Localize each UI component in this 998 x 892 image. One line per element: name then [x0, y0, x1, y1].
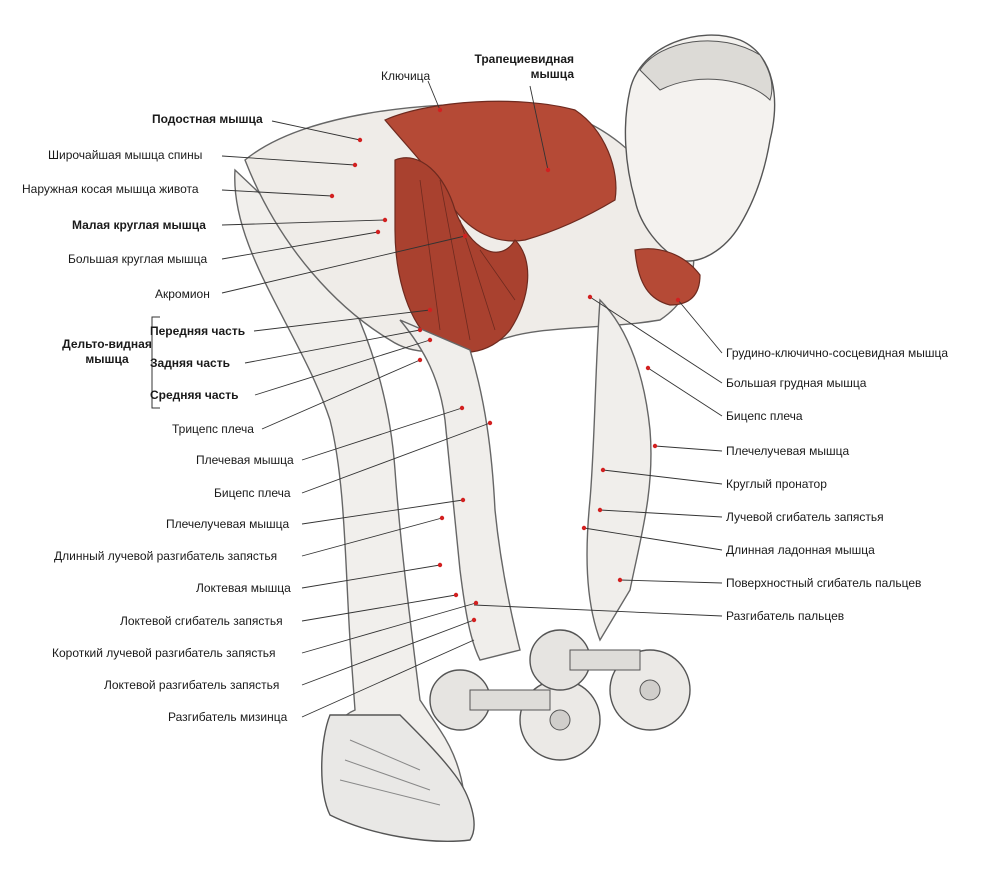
deltoid-muscle: [394, 157, 529, 353]
label-plecheluchevaya-left: Плечелучевая мышца: [166, 517, 290, 531]
label-srednyaya: Средняя часть: [150, 388, 239, 402]
label-bolshaya-kruglaya: Большая круглая мышца: [68, 252, 208, 266]
label-biceps-right: Бицепс плеча: [726, 409, 803, 423]
label-korotky-luchevoi: Короткий лучевой разгибатель запястья: [52, 646, 276, 660]
deltoid-bracket: [151, 316, 160, 409]
label-naruzhnaya-kosaya: Наружная косая мышца живота: [22, 182, 199, 196]
label-perednyaya: Передняя часть: [150, 324, 246, 338]
arm-near: [399, 319, 521, 661]
label-akromion: Акромион: [155, 287, 210, 301]
label-razgibatel-palcev: Разгибатель пальцев: [726, 609, 845, 623]
label-plechevaya: Плечевая мышца: [196, 453, 294, 467]
label-loktevoi-razgibatel: Локтевой разгибатель запястья: [104, 678, 280, 692]
label-grudino: Грудино-ключично-сосцевидная мышца: [726, 346, 949, 360]
label-klyuchica: Ключица: [381, 69, 431, 83]
head: [624, 34, 776, 262]
label-dlinny-luchevoi: Длинный лучевой разгибатель запястья: [54, 549, 278, 563]
label-bolshaya-grudnaya: Большая грудная мышца: [726, 376, 867, 390]
arm-far: [586, 298, 652, 642]
label-biceps-left: Бицепс плеча: [214, 486, 291, 500]
chest-muscle: [634, 248, 701, 306]
label-luchevoi-sgibatel: Лучевой сгибатель запястья: [726, 510, 884, 524]
label-dlinnaya-ladonnaya: Длинная ладонная мышца: [726, 543, 875, 557]
leader-lines-right: [473, 296, 723, 617]
label-loktevoi-sgibatel: Локтевой сгибатель запястья: [120, 614, 283, 628]
label-trapecievidnaya: Трапециевидная мышца: [474, 52, 574, 81]
label-triceps: Трицепс плеча: [172, 422, 254, 436]
label-loktevaya: Локтевая мышца: [196, 581, 291, 595]
label-malaya-kruglaya: Малая круглая мышца: [72, 218, 206, 232]
label-krugly-pronator: Круглый пронатор: [726, 477, 827, 491]
label-razgibatel-mizinca: Разгибатель мизинца: [168, 710, 288, 724]
label-poverhnostny: Поверхностный сгибатель пальцев: [726, 576, 922, 590]
label-podostnaya: Подостная мышца: [152, 112, 263, 126]
label-plecheluchevaya-right: Плечелучевая мышца: [726, 444, 850, 458]
label-zadnyaya: Задняя часть: [150, 356, 230, 370]
dumbbell-left: [429, 669, 601, 761]
dumbbell-right: [529, 629, 691, 731]
label-deltoid-group: Дельто-видная мышца: [62, 337, 152, 366]
leader-lines: [221, 80, 549, 718]
label-shirochaishaya: Широчайшая мышца спины: [48, 148, 203, 162]
marker-dots: [329, 107, 681, 623]
